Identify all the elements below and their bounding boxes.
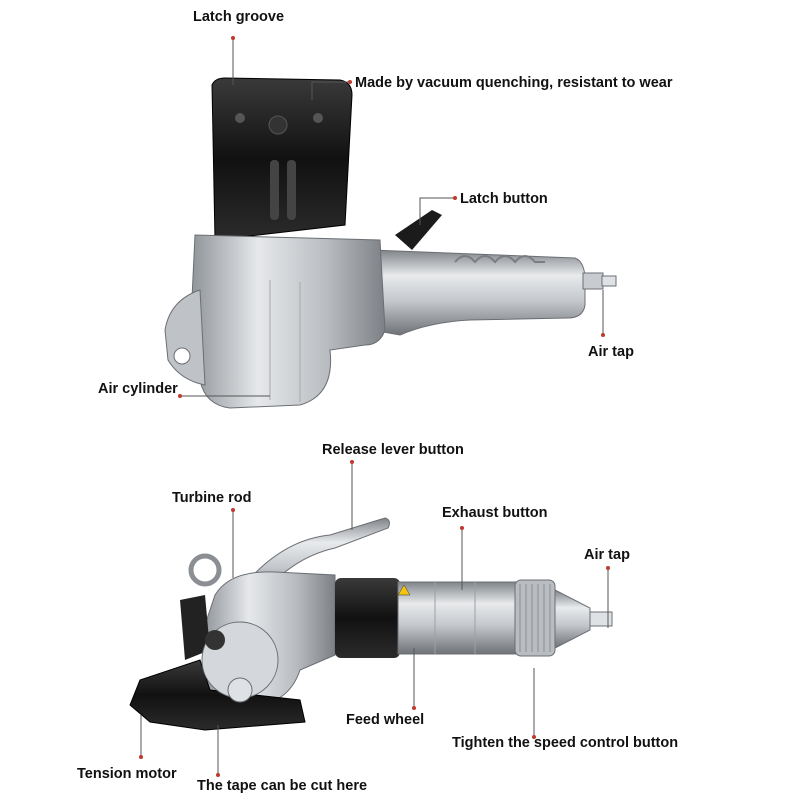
top-air-tap-fitting (582, 272, 604, 290)
label-tension-motor: Tension motor (77, 766, 177, 782)
label-speed-control: Tighten the speed control button (452, 735, 679, 751)
label-exhaust-button: Exhaust button (442, 505, 548, 521)
label-latch-groove: Latch groove (193, 9, 285, 25)
bottom-release-lever (239, 517, 390, 601)
bottom-air-tap-fitting (589, 611, 613, 627)
label-turbine-rod: Turbine rod (172, 490, 252, 506)
label-vacuum-quenching: Made by vacuum quenching, resistant to w… (355, 75, 673, 91)
bottom-tool-barrel (397, 581, 517, 655)
top-strapping-tool (164, 77, 617, 409)
label-tape-cut: The tape can be cut here (197, 778, 368, 794)
top-latch-lever (395, 210, 442, 250)
label-latch-button: Latch button (460, 191, 548, 207)
top-tool-handle (369, 249, 586, 336)
label-bottom-air-tap: Air tap (584, 547, 630, 563)
leader-vacuum-quenching (311, 81, 350, 100)
bottom-tool-sleeve (335, 578, 400, 658)
label-air-cylinder: Air cylinder (98, 381, 178, 397)
top-tool-grip (454, 255, 545, 264)
bottom-speed-knob (514, 579, 556, 657)
label-feed-wheel: Feed wheel (346, 712, 425, 728)
top-tool-body (189, 234, 386, 409)
bottom-strapping-tool (129, 517, 613, 731)
leader-latch-button (419, 197, 455, 225)
top-tool-jaw (211, 77, 353, 241)
bottom-tool-jaw (129, 659, 306, 731)
label-top-air-tap: Air tap (588, 344, 634, 360)
leader-lines (140, 38, 609, 775)
leader-dots (139, 36, 610, 777)
label-release-lever-button: Release lever button (322, 442, 464, 458)
